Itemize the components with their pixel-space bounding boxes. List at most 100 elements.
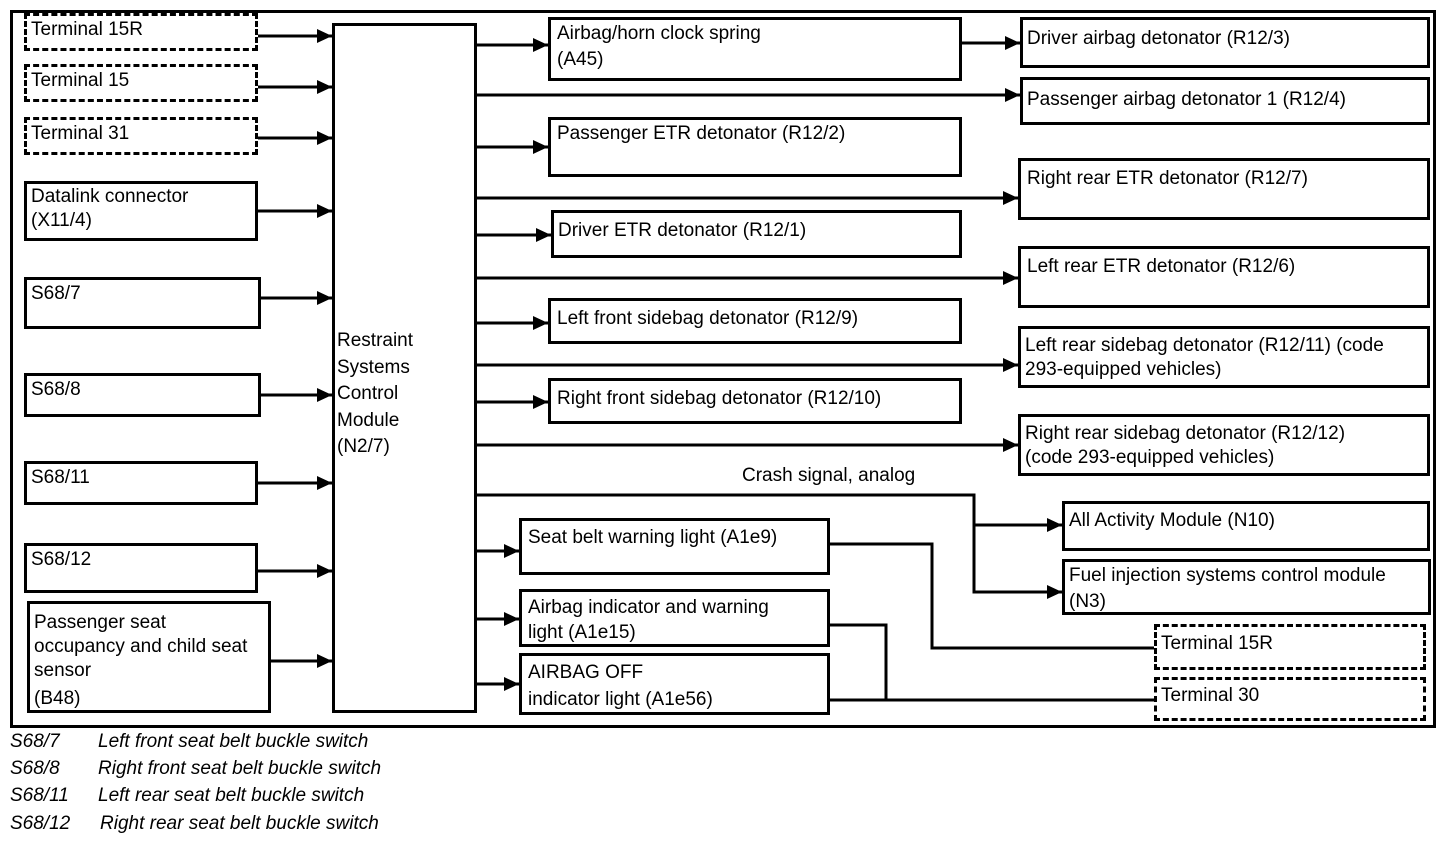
s68-12-box: S68/12 — [24, 543, 258, 593]
s68-12-label: S68/12 — [31, 549, 92, 570]
clock-spring-line1: Airbag/horn clock spring — [557, 23, 761, 44]
driver-etr-detonator-box: Driver ETR detonator (R12/1) — [551, 210, 962, 258]
terminal-30-output-label: Terminal 30 — [1161, 685, 1260, 706]
module-out-wire-7-head — [504, 612, 519, 626]
s68-11-label: S68/11 — [31, 467, 90, 488]
input-wire-6-head — [317, 388, 332, 402]
terminal-15r-input-box: Terminal 15R — [24, 13, 258, 51]
fuel-injection-control-module-box: Fuel injection systems control module (N3… — [1062, 559, 1431, 615]
input-wire-9-head — [317, 654, 332, 668]
diagram-frame — [10, 10, 1436, 728]
input-wire-7-head — [317, 476, 332, 490]
legend-code-1: S68/7 — [10, 731, 60, 752]
module-line3: Control — [337, 383, 399, 404]
module-out-wire-5-head — [533, 395, 548, 409]
module-out-wire-1-head — [533, 38, 548, 52]
input-wire-5-head — [317, 291, 332, 305]
legend-desc-1: Left front seat belt buckle switch — [98, 731, 369, 752]
right-rear-sidebag-line1: Right rear sidebag detonator (R12/12) — [1025, 423, 1346, 444]
legend-code-2: S68/8 — [10, 758, 60, 779]
module-line2: Systems — [337, 356, 410, 378]
legend-code-4: S68/12 — [10, 813, 71, 834]
module-out-wire-2-head — [533, 140, 548, 154]
fuel-injection-line2: (N3) — [1069, 591, 1106, 612]
s68-8-label: S68/8 — [31, 379, 81, 400]
input-wire-2-head — [317, 80, 332, 94]
all-activity-module-box: All Activity Module (N10) — [1062, 501, 1430, 551]
right-rear-etr-detonator-box: Right rear ETR detonator (R12/7) — [1018, 158, 1430, 220]
input-wire-1-head — [317, 29, 332, 43]
airbag-indicator-line1: Airbag indicator and warning — [528, 597, 769, 618]
seat-belt-warning-light-box: Seat belt warning light (A1e9) — [519, 518, 830, 575]
s68-7-box: S68/7 — [24, 277, 261, 329]
module-line5: (N2/7) — [337, 436, 390, 457]
seat-belt-t15r-wire — [830, 542, 1154, 650]
fuel-injection-line1: Fuel injection systems control module — [1069, 565, 1386, 586]
all-activity-module-label: All Activity Module (N10) — [1069, 510, 1275, 531]
left-rear-etr-detonator-box: Left rear ETR detonator (R12/6) — [1018, 246, 1430, 308]
passenger-seat-sensor-line1: Passenger seat — [34, 612, 167, 633]
module-far-wire-5-head — [1003, 438, 1018, 452]
module-out-wire-8-head — [504, 677, 519, 691]
terminal-31-input-label: Terminal 31 — [31, 123, 130, 144]
crash-bus-n3-head — [1047, 585, 1062, 599]
airbag-indicator-warning-light-box: Airbag indicator and warning light (A1e15… — [519, 589, 830, 647]
module-far-wire-4-head — [1003, 358, 1018, 372]
datalink-connector-box: Datalink connector (X11/4) — [24, 181, 258, 241]
driver-etr-label: Driver ETR detonator (R12/1) — [558, 220, 807, 241]
terminal-15-input-label: Terminal 15 — [31, 70, 130, 91]
module-out-wire-6-head — [504, 544, 519, 558]
airbag-off-line2: indicator light (A1e56) — [528, 689, 713, 710]
driver-airbag-detonator-box: Driver airbag detonator (R12/3) — [1020, 17, 1430, 68]
module-line1: Restraint — [337, 330, 414, 351]
module-far-wire-3-head — [1003, 271, 1018, 285]
s68-11-box: S68/11 — [24, 461, 258, 505]
airbag-indicator-wire — [830, 623, 888, 700]
crash-bus-wire — [477, 493, 1062, 594]
legend-desc-4: Right rear seat belt buckle switch — [100, 813, 379, 834]
legend-desc-3: Left rear seat belt buckle switch — [98, 785, 365, 806]
input-wire-8-head — [317, 564, 332, 578]
driver-airbag-label: Driver airbag detonator (R12/3) — [1027, 28, 1290, 49]
terminal-15r-input-label: Terminal 15R — [31, 19, 143, 40]
left-rear-sidebag-line1: Left rear sidebag detonator (R12/11) (co… — [1025, 335, 1384, 356]
clock-spring-wire-head — [1005, 36, 1020, 50]
passenger-etr-detonator-box: Passenger ETR detonator (R12/2) — [548, 117, 962, 177]
left-rear-sidebag-line2: 293-equipped vehicles) — [1025, 359, 1222, 380]
airbag-horn-clock-spring-box: Airbag/horn clock spring(A45) — [548, 17, 962, 81]
airbag-off-indicator-light-box: AIRBAG OFF indicator light (A1e56) — [519, 653, 830, 715]
datalink-connector-line2: (X11/4) — [31, 210, 92, 231]
module-far-wire-1-head — [1005, 88, 1020, 102]
left-rear-sidebag-detonator-box: Left rear sidebag detonator (R12/11) (co… — [1018, 326, 1430, 388]
right-rear-etr-label: Right rear ETR detonator (R12/7) — [1027, 168, 1308, 189]
airbag-off-line1: AIRBAG OFF — [528, 662, 644, 683]
right-rear-sidebag-line2: (code 293-equipped vehicles) — [1025, 447, 1275, 468]
terminal-15r-output-box: Terminal 15R — [1154, 624, 1426, 670]
restraint-systems-control-module: Restraint Systems Control Module (N2/7) — [332, 23, 477, 713]
legend-desc-2: Right front seat belt buckle switch — [98, 758, 382, 779]
right-front-sidebag-detonator-box: Right front sidebag detonator (R12/10) — [548, 378, 962, 424]
module-line4: Module — [337, 409, 400, 431]
passenger-airbag-detonator-box: Passenger airbag detonator 1 (R12/4) — [1020, 77, 1430, 125]
terminal-31-input-box: Terminal 31 — [24, 117, 258, 155]
right-front-sidebag-label: Right front sidebag detonator (R12/10) — [557, 388, 882, 409]
passenger-seat-sensor-line3: sensor — [34, 660, 92, 681]
seat-belt-warning-label: Seat belt warning light (A1e9) — [528, 527, 778, 548]
left-front-sidebag-detonator-box: Left front sidebag detonator (R12/9) — [548, 298, 962, 344]
input-wire-4-head — [317, 204, 332, 218]
datalink-connector-line1: Datalink connector — [31, 186, 189, 207]
module-out-wire-3-head — [536, 228, 551, 242]
left-rear-etr-label: Left rear ETR detonator (R12/6) — [1027, 256, 1296, 277]
right-rear-sidebag-detonator-box: Right rear sidebag detonator (R12/12) (co… — [1018, 414, 1430, 476]
crash-signal-label: Crash signal, analog — [742, 465, 916, 486]
s68-7-label: S68/7 — [31, 283, 81, 304]
module-far-wire-2-head — [1003, 191, 1018, 205]
airbag-indicator-line2: light (A1e15) — [528, 622, 636, 643]
passenger-seat-sensor-line2: occupancy and child seat — [34, 636, 248, 657]
terminal-30-output-box: Terminal 30 — [1154, 677, 1426, 721]
legend-code-3: S68/11 — [10, 785, 69, 806]
left-front-sidebag-label: Left front sidebag detonator (R12/9) — [557, 308, 859, 329]
passenger-etr-label: Passenger ETR detonator (R12/2) — [557, 123, 846, 144]
s68-8-box: S68/8 — [24, 373, 261, 417]
